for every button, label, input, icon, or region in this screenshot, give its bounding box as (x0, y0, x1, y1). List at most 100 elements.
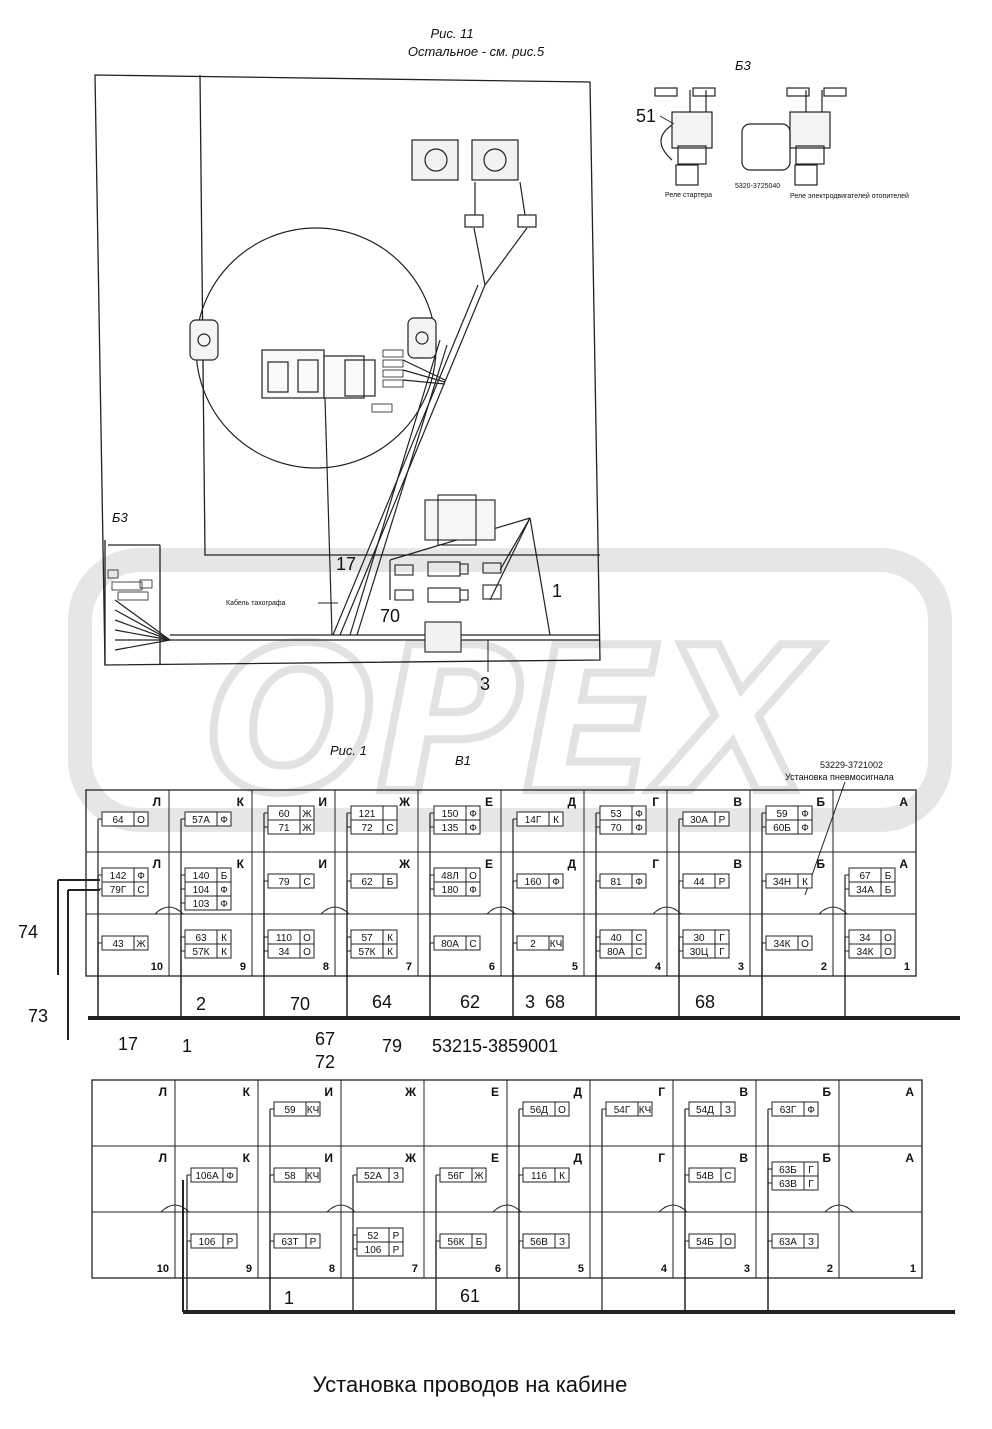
wire-number: 34Н (773, 877, 791, 888)
column-letter: А (899, 795, 908, 809)
wire-color: Р (719, 877, 726, 888)
tachograph-connector-tags (371, 349, 404, 413)
column-letter: Л (159, 1085, 167, 1099)
wire-number: 63Г (780, 1105, 797, 1116)
wire-number: 106 (365, 1245, 382, 1256)
callout-1-bottom: 1 (284, 1288, 294, 1308)
wire-color: О (303, 933, 311, 944)
callout-64: 64 (372, 992, 392, 1012)
wire-color: Г (808, 1179, 814, 1190)
callout-17: 17 (118, 1034, 138, 1054)
pneumo-label: Установка пневмосигнала (785, 772, 894, 782)
callout-61: 61 (460, 1286, 480, 1306)
column-letter: Г (658, 1085, 665, 1099)
wire-color: Г (719, 933, 725, 944)
wire-color: С (469, 939, 476, 950)
wire-color: С (386, 823, 393, 834)
callout-62: 62 (460, 992, 480, 1012)
wire-color: КЧ (639, 1105, 652, 1116)
wire-number: 150 (442, 809, 459, 820)
wire-number: 60Б (773, 823, 791, 834)
column-letter: В (739, 1151, 748, 1165)
wire-number: 57А (192, 815, 210, 826)
column-number: 9 (246, 1263, 252, 1275)
wire-number: 121 (359, 809, 376, 820)
wire-number: 142 (110, 871, 127, 882)
column-number: 7 (406, 961, 412, 973)
column-letter: И (324, 1085, 333, 1099)
b3-callout-51: 51 (636, 106, 656, 126)
bridge-arc (652, 906, 682, 915)
bridge-arc (326, 1204, 356, 1213)
column-letter: В (733, 857, 742, 871)
wire-color: Ф (220, 885, 228, 896)
wire-color: О (558, 1105, 566, 1116)
wire-color: Ф (552, 877, 560, 888)
wire-number: 70 (610, 823, 622, 834)
wire-color: Ж (136, 939, 146, 950)
wire-color: З (559, 1237, 565, 1248)
callout-1-top: 1 (552, 581, 562, 601)
column-letter: Ж (404, 1085, 416, 1099)
column-number: 2 (827, 1263, 833, 1275)
panel1-part-number: 53215-3859001 (432, 1036, 558, 1056)
wire-number: 52А (364, 1171, 382, 1182)
column-number: 10 (151, 961, 163, 973)
callout-68a: 68 (545, 992, 565, 1012)
wire-number: 62 (361, 877, 373, 888)
column-letter: Е (491, 1085, 499, 1099)
wire-number: 63 (195, 933, 207, 944)
column-number: 8 (323, 961, 329, 973)
callout-3: 3 (525, 992, 535, 1012)
wire-color: Р (393, 1245, 400, 1256)
wire-number: 103 (193, 899, 210, 910)
column-letter: К (243, 1151, 251, 1165)
wire-number: 40 (610, 933, 622, 944)
wire-color: Б (885, 871, 892, 882)
column-letter: К (237, 795, 245, 809)
section-b3-left: Б3 (112, 510, 128, 525)
bridge-arc (154, 906, 184, 915)
wire-color: К (387, 947, 393, 958)
callout-79: 79 (382, 1036, 402, 1056)
wire-number: 59 (284, 1105, 296, 1116)
starter-relay-label: Реле стартера (665, 192, 712, 199)
column-number: 1 (910, 1263, 916, 1275)
caption: Установка проводов на кабине (313, 1372, 628, 1397)
wire-color: Р (310, 1237, 317, 1248)
wire-color: К (221, 947, 227, 958)
wire-color: С (635, 947, 642, 958)
column-letter: Г (658, 1151, 665, 1165)
wire-color: КЧ (550, 939, 563, 950)
b3-detail (654, 87, 847, 186)
wire-number: 56Д (530, 1105, 548, 1116)
column-number: 10 (157, 1263, 169, 1275)
column-letter: А (899, 857, 908, 871)
wire-color: Ф (137, 871, 145, 882)
wire-number: 34 (278, 947, 290, 958)
column-letter: Л (159, 1151, 167, 1165)
wire-number: 160 (525, 877, 542, 888)
bridge-arc (818, 906, 848, 915)
column-letter: Ж (398, 857, 410, 871)
column-number: 8 (329, 1263, 335, 1275)
column-letter: Г (652, 857, 659, 871)
column-letter: К (243, 1085, 251, 1099)
wire-number: 67 (859, 871, 871, 882)
wire-color: Ф (226, 1171, 234, 1182)
column-letter: Л (153, 857, 161, 871)
callout-2: 2 (196, 994, 206, 1014)
wire-number: 43 (112, 939, 124, 950)
column-number: 3 (744, 1263, 750, 1275)
wire-color: О (801, 939, 809, 950)
bridge-arc (160, 1204, 190, 1213)
wire-color: Ж (302, 809, 312, 820)
watermark: OPEX (68, 548, 952, 842)
wire-number: 56К (448, 1237, 465, 1248)
wire-color: КЧ (307, 1171, 320, 1182)
column-letter: Д (573, 1085, 582, 1099)
wire-number: 14Г (525, 815, 542, 826)
heater-relay-text: Реле электродвигателей отопителей (790, 192, 909, 200)
wire-number: 60 (278, 809, 290, 820)
tachograph-mount (189, 227, 437, 469)
